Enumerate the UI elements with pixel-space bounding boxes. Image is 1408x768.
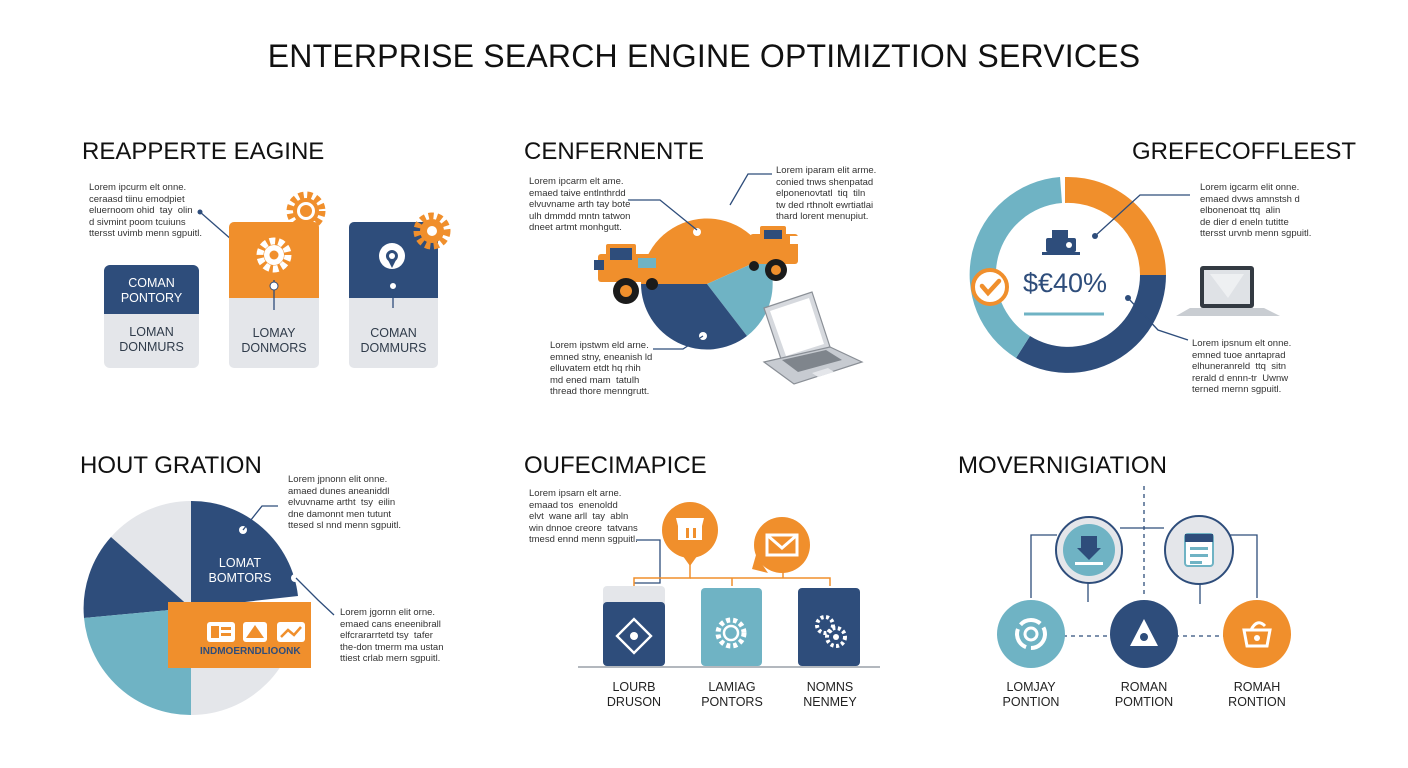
section-1-title: REAPPERTE EAGINE [82,138,325,165]
section-3-note-top: Lorem igcarm elit onne. emaed dvws amnst… [1200,182,1312,240]
pie-slice-navy [191,500,298,608]
section-4-note-top: Lorem jpnonn elit onne. amaed dunes anea… [288,474,402,532]
triangle-icon [1110,600,1178,668]
section-1-note: Lorem ipcurm elt onne. ceraasd tiinu emo… [89,182,202,240]
section-4-note-bottom: Lorem jgornn elit orne. emaed cans eneen… [340,607,444,665]
basket-icon [1223,600,1291,668]
document-icon [1164,515,1234,585]
gear-icon [715,617,747,649]
section-2-note-left: Lorem ipcarm elt ame. emaed taive entlnt… [529,176,631,234]
banner-band [168,602,311,668]
connector-line [199,211,233,241]
shop-icon [662,502,718,566]
pie-chart [83,500,311,716]
tile-1-label: LOURB DRUSON [606,680,662,709]
coin-gear-icon [286,191,326,231]
pizza-icon [243,622,267,642]
navy-slice-label: LOMAT BOMTORS [208,556,272,585]
mail-icon [752,517,810,573]
badge-icon [207,622,235,642]
truck-icon [749,226,798,281]
section-3-note-bottom: Lorem ipsnum elt onne. emned tuoe anrtap… [1192,338,1292,396]
pie-slice-orange [641,218,767,284]
section-4-title: HOUT GRATION [80,452,262,479]
diamond-icon [615,617,653,655]
banner-label: INDMOERNDLIOONK [200,646,301,657]
card-3-bottom-label: COMAN DOMMURS [360,326,427,355]
pie-slice-gray [111,501,191,608]
tile-1 [603,586,665,666]
location-pin-icon [379,243,405,269]
card-1 [104,265,199,368]
node-3-label: ROMAH RONTION [1228,680,1286,709]
card-1-top-label: COMAN PONTORY [120,276,183,305]
pie-slice-teal [707,257,773,336]
laptop-icon [1176,266,1280,316]
donut-chart [969,176,1166,373]
section-2-note-right: Lorem iparam elit arme. conied tnws shen… [776,165,877,223]
truck-icon [594,244,658,304]
pie-slice-navy-2 [83,537,191,618]
section-6-title: MOVERNIGIATION [958,452,1167,479]
laptop-icon [762,291,864,385]
download-icon [1055,516,1123,584]
target-icon [997,600,1065,668]
section-3-title: GREFECOFFLEEST [1132,138,1357,165]
section-2-note-bottom: Lorem ipstwm eld arne. emned stny, enean… [550,340,653,398]
metric-value: $€40% [1022,268,1108,298]
section-5-note: Lorem ipsarn elt arne. emaad tos enenold… [529,488,638,546]
pie-slice-teal [84,608,191,716]
donut-segment-orange [1065,176,1166,275]
tile-3-label: NOMNS NENMEY [803,680,857,709]
page-title: ENTERPRISE SEARCH ENGINE OPTIMIZTION SER… [267,38,1141,74]
section-2-title: CENFERNENTE [524,138,705,165]
card-2-bottom-label: LOMAY DONMORS [241,326,307,355]
donut-segment-navy [1016,275,1166,373]
card-1-bottom-label: LOMAN DONMURS [119,325,184,354]
donut-segment-teal [969,177,1062,358]
tile-2-label: LAMIAG PONTORS [701,680,763,709]
pie-slice-navy [641,284,747,350]
section-5-title: OUFECIMAPICE [524,452,707,479]
node-2-label: ROMAN POMTION [1114,680,1174,709]
gear-icon [256,237,292,273]
check-icon [971,268,1009,306]
gear-icon [413,212,451,250]
gears-icon [815,615,847,648]
tile-3 [798,588,860,666]
pie-chart [641,218,773,350]
printer-icon [1042,230,1080,255]
chart-icon [277,622,305,642]
node-1-label: LOMJAY PONTION [1002,680,1060,709]
